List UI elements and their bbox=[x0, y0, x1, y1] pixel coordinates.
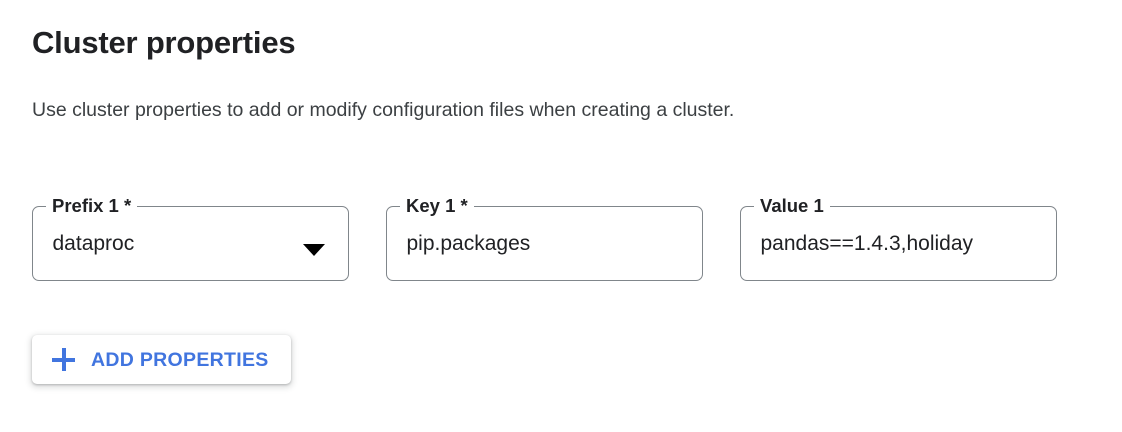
field-value-value-1[interactable]: pandas==1.4.3,holiday bbox=[760, 231, 974, 255]
field-value-container[interactable]: pip.packages bbox=[388, 206, 702, 281]
plus-icon bbox=[52, 348, 75, 371]
add-properties-label: ADD PROPERTIES bbox=[91, 348, 269, 371]
field-label-prefix-1: Prefix 1 * bbox=[52, 195, 132, 216]
page-description: Use cluster properties to add or modify … bbox=[32, 99, 735, 121]
field-value-prefix-1[interactable]: dataproc bbox=[52, 231, 135, 255]
field-value-1[interactable]: Value 1 pandas==1.4.3,holiday bbox=[740, 194, 1057, 281]
chevron-down-icon[interactable] bbox=[303, 244, 325, 256]
field-value-container[interactable]: pandas==1.4.3,holiday bbox=[742, 206, 1056, 281]
field-label-key-1: Key 1 * bbox=[406, 195, 468, 216]
field-prefix-1[interactable]: Prefix 1 * dataproc bbox=[32, 194, 349, 281]
page-title: Cluster properties bbox=[32, 25, 296, 60]
add-properties-button[interactable]: ADD PROPERTIES bbox=[32, 335, 291, 384]
field-label-value-1: Value 1 bbox=[760, 195, 824, 216]
field-key-1[interactable]: Key 1 * pip.packages bbox=[386, 194, 703, 281]
field-value-key-1[interactable]: pip.packages bbox=[406, 231, 531, 255]
field-value-container[interactable]: dataproc bbox=[34, 206, 348, 281]
properties-field-row: Prefix 1 * dataproc Key 1 * pip.packages… bbox=[32, 194, 1057, 281]
